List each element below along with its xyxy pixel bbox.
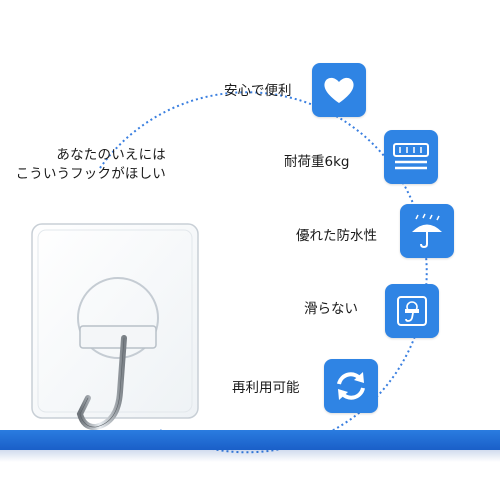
headline-line-2: こういうフックがほしい bbox=[15, 166, 166, 182]
refresh-arrows-icon bbox=[337, 372, 365, 400]
bottom-band-shadow bbox=[0, 450, 500, 462]
adhesive-hook-illustration bbox=[31, 223, 199, 431]
heart-icon bbox=[324, 77, 354, 103]
headline-line-1: あなたのいえには bbox=[56, 147, 166, 163]
weight-scale-icon bbox=[393, 143, 429, 170]
feature-badge bbox=[312, 63, 366, 117]
feature-label: 再利用可能 bbox=[232, 380, 300, 396]
feature-badge bbox=[384, 130, 438, 184]
feature-badge bbox=[385, 284, 439, 338]
feature-label: 安心で便利 bbox=[224, 83, 292, 99]
hook-icon bbox=[397, 296, 427, 326]
feature-badge bbox=[400, 204, 454, 258]
feature-label: 優れた防水性 bbox=[296, 228, 377, 244]
feature-badge bbox=[324, 359, 378, 413]
umbrella-rain-icon bbox=[412, 213, 442, 249]
feature-label: 滑らない bbox=[304, 301, 358, 317]
bottom-band bbox=[0, 430, 500, 450]
headline: あなたのいえには こういうフックがほしい bbox=[6, 146, 166, 184]
feature-label: 耐荷重6kg bbox=[284, 154, 350, 170]
